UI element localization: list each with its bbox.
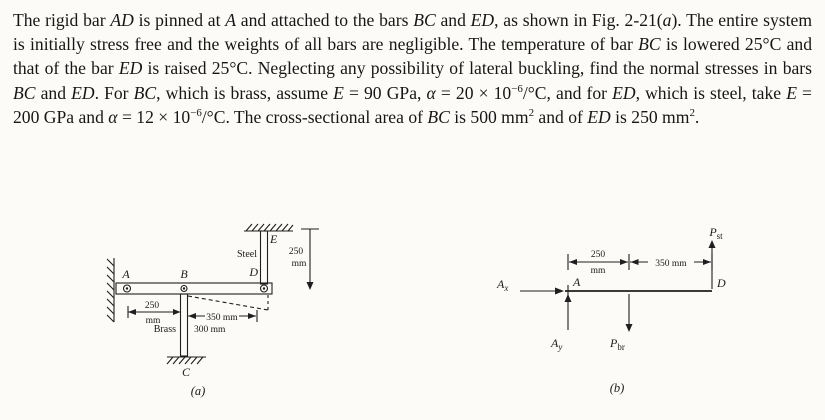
dim-ab-arrow-right <box>620 259 628 265</box>
dim-bd-arrow-right <box>703 259 711 265</box>
pin-b-dot <box>182 287 186 290</box>
ax-subscript: x <box>503 283 508 293</box>
label-point-c: C <box>182 365 191 379</box>
force-ay-arrow <box>564 294 572 302</box>
pin-a-dot <box>125 287 129 290</box>
force-pbr-arrow <box>625 324 633 332</box>
label-force-ax: Ax <box>496 277 508 293</box>
dim-bd-arrow-left <box>630 259 639 265</box>
label-point-d: D <box>248 265 258 279</box>
dim-bd-label: 350 mm <box>655 259 687 269</box>
problem-text: The rigid bar AD is pinned at A and atta… <box>13 10 813 127</box>
ay-symbol: A <box>550 336 559 350</box>
rigid-bar-ad <box>115 282 273 295</box>
label-brass: Brass <box>154 324 176 335</box>
dim-ed-unit: mm <box>292 259 307 269</box>
dim-ab-value: 250 <box>145 301 160 311</box>
force-ax-arrow <box>555 287 564 295</box>
brass-bar-bc <box>179 293 189 357</box>
label-steel: Steel <box>237 249 257 260</box>
label-point-d: D <box>716 276 726 290</box>
pst-subscript: st <box>717 231 724 241</box>
dim-bd-arrow-left <box>188 313 196 319</box>
ceiling-hatching <box>245 223 294 232</box>
pbr-symbol: P <box>609 336 618 350</box>
steel-bar-ed <box>259 230 269 285</box>
pst-symbol: P <box>708 225 717 239</box>
dim-ed-arrow-down <box>306 282 314 290</box>
label-point-a: A <box>572 275 581 289</box>
label-point-e: E <box>269 232 278 246</box>
label-force-pbr: Pbr <box>609 336 625 352</box>
force-pst-arrow <box>708 240 716 248</box>
dim-ab-arrow-left <box>128 309 136 315</box>
dim-bd-label: 350 mm <box>206 313 238 323</box>
label-force-ay: Ay <box>550 336 562 352</box>
label-point-a: A <box>121 267 130 281</box>
dim-ab-value: 250 <box>591 250 606 260</box>
dim-bd-arrow-right <box>248 313 256 319</box>
dim-bc-label: 300 mm <box>194 325 226 335</box>
label-point-b: B <box>180 267 188 281</box>
dim-ed-value: 250 <box>289 247 304 257</box>
dim-ab-unit: mm <box>591 266 606 276</box>
ax-symbol: A <box>496 277 505 291</box>
caption-a: (a) <box>191 384 206 398</box>
displaced-bar-dashed <box>187 295 269 311</box>
ground-hatching <box>166 356 204 365</box>
label-force-pst: Pst <box>708 225 723 241</box>
figure-a: Steel E D 250 mm A B 250 mm 350 mm Brass… <box>106 223 319 398</box>
ay-subscript: y <box>557 342 562 352</box>
figure-b: Pst 250 mm 350 mm Ax A D Ay Pbr (b) <box>496 225 726 395</box>
caption-b: (b) <box>610 381 625 395</box>
dim-ab-arrow-right <box>173 309 181 315</box>
pbr-subscript: br <box>617 342 625 352</box>
dim-ab-unit: mm <box>146 316 161 326</box>
pin-d-dot <box>262 287 266 290</box>
dim-ab-arrow-left <box>569 259 577 265</box>
wall-hatching <box>106 258 115 323</box>
